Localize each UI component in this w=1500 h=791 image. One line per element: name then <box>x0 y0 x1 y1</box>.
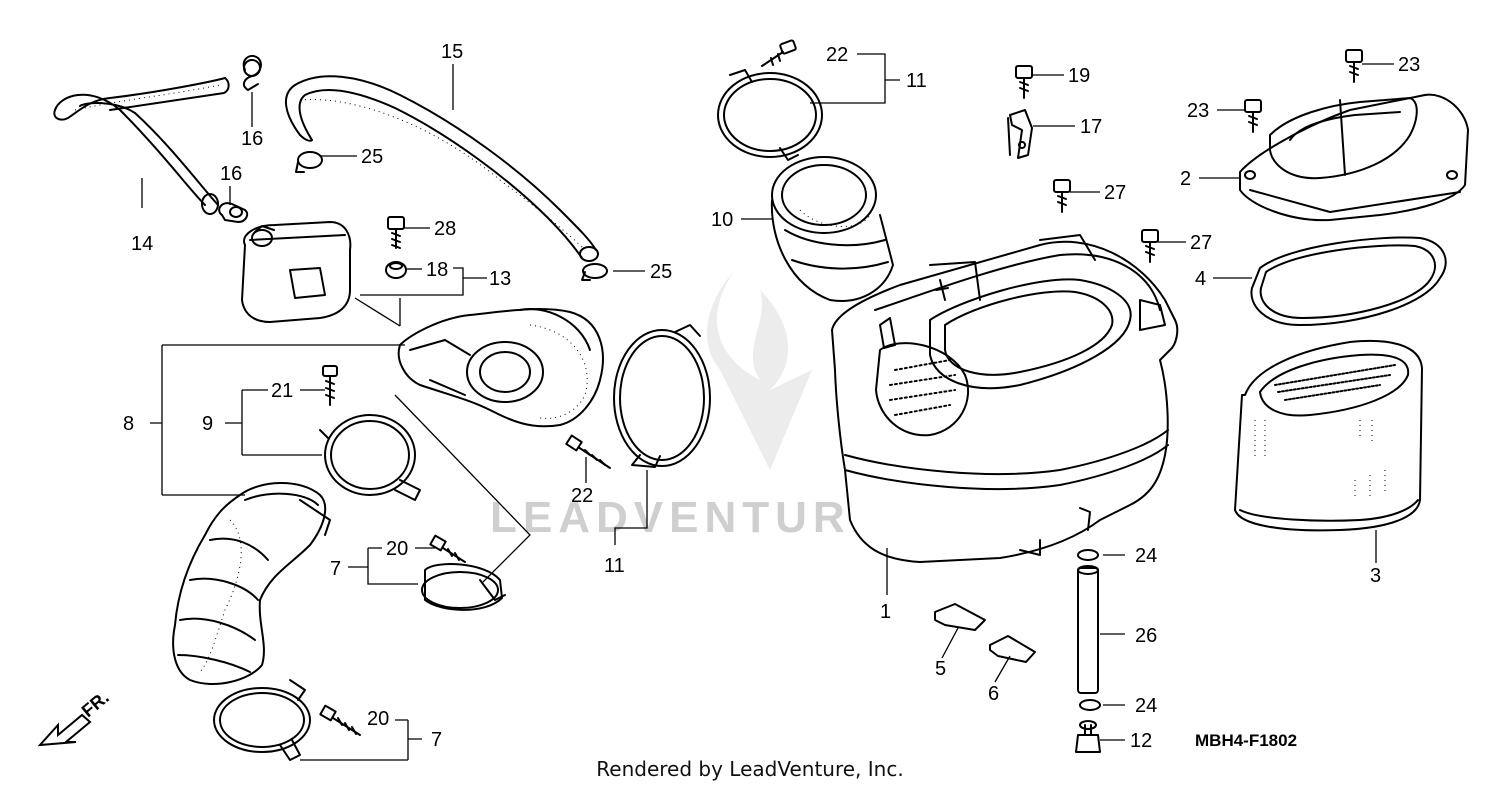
part-7-clamp-lower[interactable] <box>213 679 311 761</box>
part-14-hose[interactable] <box>53 77 230 215</box>
part-10-connecting-tube[interactable] <box>770 156 894 302</box>
callout-15: 15 <box>441 41 463 63</box>
callout-8: 8 <box>123 413 134 435</box>
part-23-screw-top[interactable] <box>1345 49 1363 83</box>
part-25-clip-upper[interactable] <box>295 151 323 173</box>
callout-11-top: 11 <box>906 70 927 92</box>
callout-numbers: 14 15 16 16 25 25 28 18 13 8 9 21 20 7 2… <box>123 41 1420 752</box>
callout-16-lower: 16 <box>220 163 242 185</box>
callout-4: 4 <box>1195 268 1206 290</box>
watermark-text: LEADVENTURE <box>490 493 886 542</box>
part-17-bracket[interactable] <box>1007 109 1033 159</box>
part-12-drain-plug[interactable] <box>1075 720 1101 753</box>
part-11-clamp-middle[interactable] <box>613 324 711 468</box>
callout-20-upper: 20 <box>386 538 408 560</box>
part-15-hose[interactable] <box>285 75 599 262</box>
part-20-screw-upper[interactable] <box>429 534 466 563</box>
callout-5: 5 <box>935 658 946 680</box>
part-13-sub-tank[interactable] <box>241 221 352 323</box>
part-26-drain-tube[interactable] <box>1077 565 1099 694</box>
callout-20-lower: 20 <box>367 708 389 730</box>
part-4-gasket[interactable] <box>1250 236 1447 326</box>
callout-1: 1 <box>880 601 891 623</box>
part-1-air-cleaner-case[interactable] <box>831 234 1179 563</box>
callout-6: 6 <box>988 683 999 705</box>
part-18-grommet[interactable] <box>385 261 407 279</box>
callout-23-top: 23 <box>1398 54 1420 76</box>
callout-7-lower: 7 <box>431 729 442 751</box>
callout-16-upper: 16 <box>241 128 263 150</box>
part-11-clamp-top[interactable] <box>717 69 823 161</box>
part-9-air-intake-duct[interactable] <box>397 308 604 428</box>
callout-28: 28 <box>434 218 456 240</box>
watermark-logo: LEADVENTURE <box>490 270 886 542</box>
callout-23-left: 23 <box>1187 100 1209 122</box>
callout-14: 14 <box>131 233 153 255</box>
part-27-bolt-upper[interactable] <box>1053 179 1071 213</box>
callout-19: 19 <box>1068 65 1090 87</box>
part-16-clip-upper[interactable] <box>242 54 262 91</box>
callout-25-lower: 25 <box>650 261 672 283</box>
callout-3: 3 <box>1370 565 1381 587</box>
leader-lines <box>141 53 1394 761</box>
part-22-screw-top[interactable] <box>761 39 797 67</box>
part-24-o-ring-lower[interactable] <box>1079 699 1101 711</box>
part-6-tab[interactable] <box>989 635 1036 663</box>
callout-2: 2 <box>1180 168 1191 190</box>
part-21-screw[interactable] <box>322 365 338 406</box>
part-24-o-ring-upper[interactable] <box>1077 549 1099 561</box>
part-22-screw-middle[interactable] <box>565 434 611 469</box>
callout-21: 21 <box>271 380 293 402</box>
callout-10: 10 <box>711 209 733 231</box>
diagram-code: MBH4-F1802 <box>1195 731 1297 750</box>
callout-24-upper: 24 <box>1135 545 1157 567</box>
callout-27-upper: 27 <box>1104 182 1126 204</box>
part-3-air-filter-element[interactable] <box>1234 339 1423 532</box>
part-28-bolt[interactable] <box>387 216 405 249</box>
callout-11-middle: 11 <box>604 555 625 577</box>
callout-13: 13 <box>489 268 511 290</box>
part-7-clamp-upper[interactable] <box>421 563 506 611</box>
callout-24-lower: 24 <box>1135 695 1157 717</box>
part-25-clip-lower[interactable] <box>581 263 608 281</box>
callout-26: 26 <box>1135 625 1157 647</box>
callout-22-top: 22 <box>826 44 848 66</box>
part-16-clip-lower[interactable] <box>218 202 249 223</box>
callout-7-upper: 7 <box>330 558 341 580</box>
part-8-rubber-tube[interactable] <box>172 482 331 686</box>
part-9-clamp-band[interactable] <box>319 414 421 501</box>
callout-12: 12 <box>1130 730 1152 752</box>
callout-18: 18 <box>426 259 448 281</box>
part-20-screw-lower[interactable] <box>319 704 361 736</box>
callout-25-upper: 25 <box>361 146 383 168</box>
front-direction-arrow: FR. <box>37 687 113 747</box>
callout-9: 9 <box>202 413 213 435</box>
part-5-tab[interactable] <box>934 603 986 631</box>
credit-line: Rendered by LeadVenture, Inc. <box>596 757 904 781</box>
part-2-air-cleaner-cover[interactable] <box>1239 93 1469 222</box>
callout-27-lower: 27 <box>1190 232 1212 254</box>
callout-22-middle: 22 <box>571 485 593 507</box>
part-23-screw-left[interactable] <box>1244 99 1262 133</box>
part-19-bolt[interactable] <box>1015 65 1033 99</box>
callout-17: 17 <box>1080 116 1102 138</box>
part-27-bolt-lower[interactable] <box>1141 229 1159 263</box>
